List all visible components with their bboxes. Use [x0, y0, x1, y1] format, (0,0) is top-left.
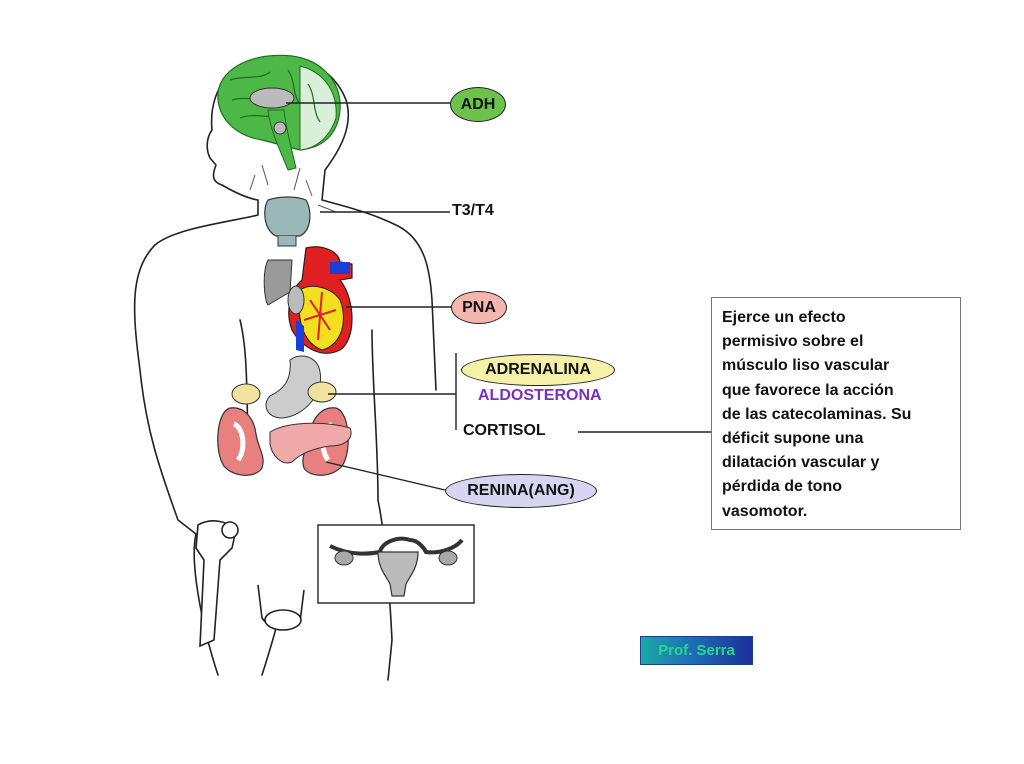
cortisol-label: CORTISOL	[463, 422, 546, 439]
adh-label: ADH	[450, 87, 506, 122]
t3t4-label: T3/T4	[452, 202, 494, 219]
note-line: permisivo sobre el	[722, 333, 864, 351]
note-line: músculo liso vascular	[722, 357, 890, 375]
aldosterona-label: ALDOSTERONA	[478, 387, 602, 404]
credit-badge: Prof. Serra	[640, 636, 753, 665]
note-line: dilatación vascular y	[722, 454, 880, 472]
note-line: pérdida de tono	[722, 478, 842, 496]
abdominal-organs-illustration	[217, 355, 352, 476]
brain-illustration	[217, 54, 341, 171]
connector-lines	[286, 102, 711, 491]
cortisol-explanation-box: Ejerce un efecto permisivo sobre el músc…	[711, 297, 961, 530]
note-line: de las catecolaminas. Su	[722, 405, 912, 423]
renina-label: RENINA(ANG)	[445, 474, 597, 508]
adrenalina-label: ADRENALINA	[461, 354, 615, 386]
heart-illustration	[287, 246, 353, 354]
note-line: déficit supone una	[722, 430, 864, 448]
pna-label: PNA	[451, 291, 507, 324]
note-line: que favorece la acción	[722, 381, 894, 399]
uterus-inset	[317, 524, 475, 604]
note-line: Ejerce un efecto	[722, 309, 846, 326]
pelvis-skeleton	[195, 520, 305, 648]
note-line: vasomotor.	[722, 502, 808, 520]
lung-illustration	[263, 259, 293, 306]
thyroid-illustration	[249, 164, 337, 247]
